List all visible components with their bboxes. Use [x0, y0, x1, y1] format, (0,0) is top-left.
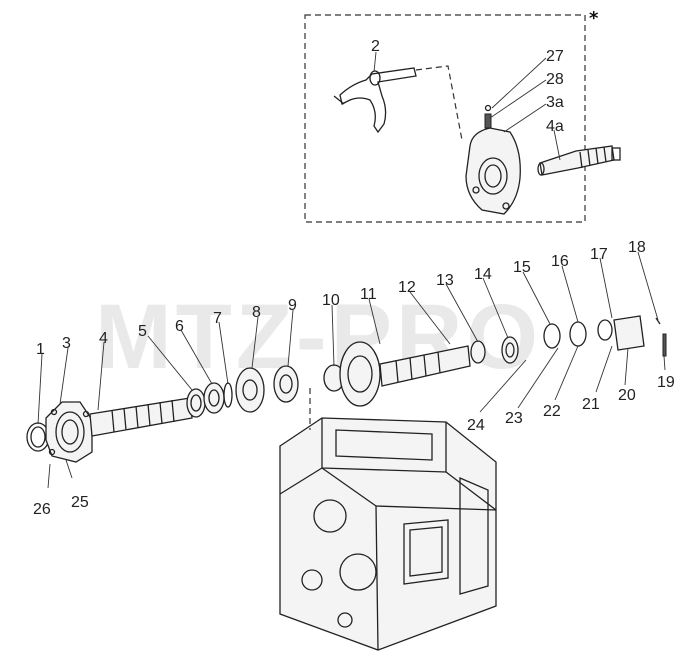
callout-8: 8 — [252, 304, 261, 321]
shaft-4a-part — [537, 145, 621, 176]
callout-23: 23 — [505, 410, 523, 427]
callout-4: 4 — [99, 330, 108, 347]
callout-14: 14 — [474, 266, 492, 283]
callout-22: 22 — [543, 403, 561, 420]
callout-21: 21 — [582, 396, 600, 413]
callout-24: 24 — [467, 417, 485, 434]
callout-10: 10 — [322, 292, 340, 309]
right-end-parts — [543, 315, 667, 357]
inset-box — [304, 14, 586, 223]
housing-3a-part — [465, 104, 521, 215]
input-shaft-part — [89, 397, 193, 437]
callout-7: 7 — [213, 310, 222, 327]
callout-4a: 4a — [546, 118, 564, 135]
callout-28: 28 — [546, 71, 564, 88]
callout-3: 3 — [62, 335, 71, 352]
callout-12: 12 — [398, 279, 416, 296]
callout-13: 13 — [436, 272, 454, 289]
watermark: MTZ-PRO — [95, 286, 542, 388]
front-cover-part — [26, 401, 93, 463]
callout-2: 2 — [371, 38, 380, 55]
bearing-right-part — [470, 336, 519, 364]
gearbox-housing-part — [279, 417, 497, 651]
callout-3a: 3a — [546, 94, 564, 111]
gear-set-left-part — [235, 365, 299, 413]
callout-18: 18 — [628, 239, 646, 256]
callout-9: 9 — [288, 297, 297, 314]
callout-15: 15 — [513, 259, 531, 276]
bearing-set-part — [186, 382, 233, 418]
callout-labels: 2 27 28 3a 4a 1 3 4 5 6 7 8 9 10 11 12 1… — [33, 38, 675, 518]
leader-lines — [37, 51, 666, 489]
shift-fork-part — [333, 65, 463, 141]
callout-5: 5 — [138, 323, 147, 340]
inset-marker: * — [589, 8, 599, 29]
callout-26: 26 — [33, 501, 51, 518]
main-shaft-gear-part — [323, 341, 471, 407]
callout-19: 19 — [657, 374, 675, 391]
callout-1: 1 — [36, 341, 45, 358]
callout-11: 11 — [360, 286, 377, 303]
callout-6: 6 — [175, 318, 184, 335]
callout-16: 16 — [551, 253, 569, 270]
callout-27: 27 — [546, 48, 564, 65]
callout-20: 20 — [618, 387, 636, 404]
callout-17: 17 — [590, 246, 608, 263]
callout-25: 25 — [71, 494, 89, 511]
